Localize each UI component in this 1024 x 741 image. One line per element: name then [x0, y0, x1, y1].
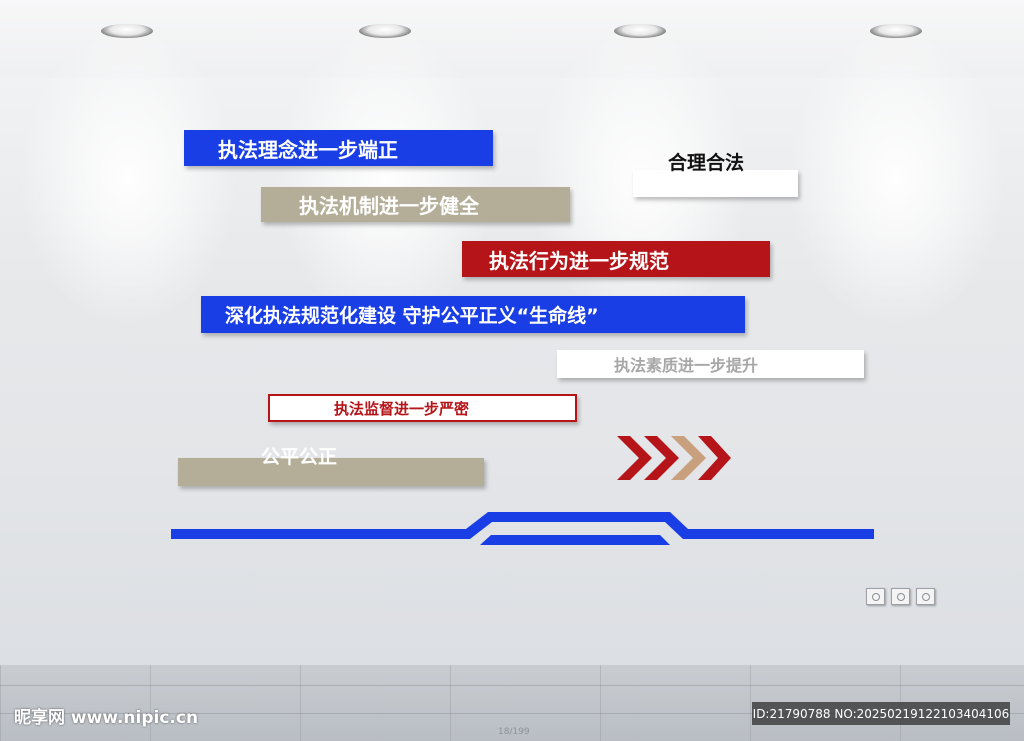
- page-number: 18/199: [498, 727, 530, 737]
- socket-icon: [866, 588, 885, 605]
- plate-behavior-text: 执法行为进一步规范: [489, 248, 669, 273]
- blank-khaki-panel: [178, 458, 484, 486]
- plate-slogan-text: 深化执法规范化建设 守护公平正义“生命线”: [225, 305, 599, 327]
- plate-philosophy-text: 执法理念进一步端正: [218, 137, 398, 162]
- light-glow: [18, 28, 238, 328]
- plate-quality: 执法素质进一步提升: [557, 350, 864, 378]
- socket-icon: [891, 588, 910, 605]
- socket-icon: [916, 588, 935, 605]
- plate-philosophy: 执法理念进一步端正: [184, 130, 493, 166]
- light-glow: [275, 28, 495, 328]
- plate-mechanism-text: 执法机制进一步健全: [299, 194, 479, 218]
- watermark-id: ID:21790788 NO:20250219122103404106: [752, 702, 1010, 725]
- plate-supervision-text: 执法监督进一步严密: [334, 399, 470, 418]
- ceiling-spotlight-icon: [101, 24, 153, 38]
- plate-quality-text: 执法素质进一步提升: [614, 356, 759, 375]
- blank-white-panel: [633, 170, 798, 197]
- ceiling-spotlight-icon: [614, 24, 666, 38]
- ceiling-spotlight-icon: [870, 24, 922, 38]
- light-glow: [786, 28, 1006, 328]
- plate-supervision: 执法监督进一步严密: [268, 394, 577, 422]
- wall-sockets: [866, 588, 935, 605]
- label-fair-just: 公平公正: [261, 446, 338, 468]
- label-reasonable-lawful: 合理合法: [668, 152, 745, 174]
- ceiling-spotlight-icon: [359, 24, 411, 38]
- plate-behavior: 执法行为进一步规范: [462, 241, 770, 277]
- chevron-arrows-icon: [617, 436, 731, 480]
- plate-mechanism: 执法机制进一步健全: [261, 187, 570, 222]
- blue-line-decoration: [171, 512, 874, 545]
- watermark-site: 昵享网 www.nipic.cn: [14, 708, 199, 728]
- plate-slogan: 深化执法规范化建设 守护公平正义“生命线”: [201, 296, 745, 333]
